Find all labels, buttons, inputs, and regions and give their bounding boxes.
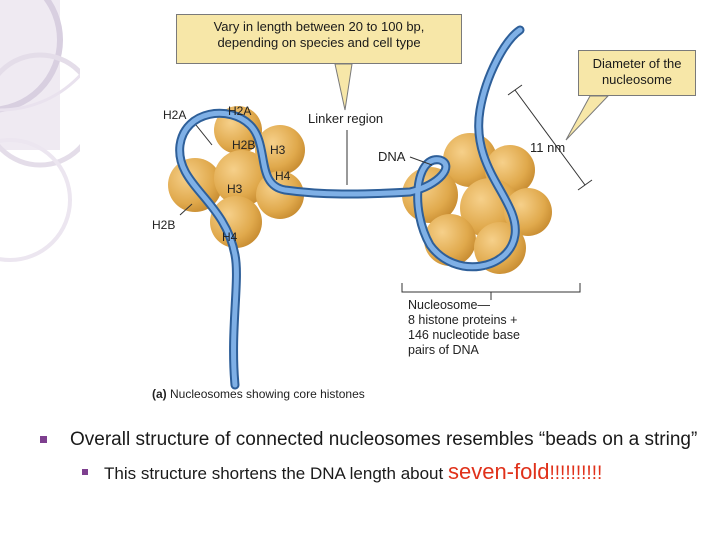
label-diameter: 11 nm: [530, 140, 566, 155]
histone-bead: [210, 196, 262, 248]
diameter-callout: Diameter of the nucleosome: [578, 50, 696, 96]
diameter-dimension: [507, 84, 593, 191]
dna-pointer: [409, 156, 433, 166]
bullet-square-icon: [40, 436, 47, 443]
bullet-sub-text: This structure shortens the DNA length a…: [104, 464, 448, 483]
description-line: pairs of DNA: [408, 343, 479, 357]
figure-caption: (a) Nucleosomes showing core histones: [152, 387, 365, 401]
callout-pointer: [565, 95, 610, 141]
label-h2b-inner: H2B: [232, 138, 256, 152]
label-h3-lower: H3: [227, 182, 243, 196]
description-line: Nucleosome—: [408, 298, 490, 312]
callout-text: depending on species and cell type: [217, 35, 421, 50]
bullet-main: Overall structure of connected nucleosom…: [40, 428, 720, 452]
label-h4-right: H4: [275, 169, 291, 183]
label-h2b-outer: H2B: [152, 218, 176, 232]
bullet-main-text: Overall structure of connected nucleosom…: [70, 429, 698, 450]
label-h2a-outer: H2A: [163, 108, 187, 122]
label-linker-region: Linker region: [308, 111, 384, 126]
bullet-highlight: seven-fold: [447, 459, 550, 484]
callout-text: Vary in length between 20 to 100 bp,: [213, 19, 425, 34]
callout-text: Diameter of the: [592, 56, 682, 71]
caption-letter: (a): [152, 387, 167, 401]
label-h4-bottom: H4: [222, 230, 238, 244]
bullet-exclamations: !!!!!!!!!!: [549, 463, 603, 484]
dna-strand: [175, 25, 525, 390]
description-line: 8 histone proteins +: [408, 313, 518, 327]
decorative-circles: [0, 0, 80, 546]
label-dna: DNA: [378, 149, 406, 164]
bullet-square-icon: [82, 469, 88, 475]
nucleosome-figure: [168, 25, 610, 390]
caption-text: Nucleosomes showing core histones: [170, 387, 365, 401]
histone-bead: [214, 150, 270, 206]
bullet-list: Overall structure of connected nucleosom…: [40, 428, 720, 486]
linker-length-callout: Vary in length between 20 to 100 bp, dep…: [176, 14, 462, 64]
nucleosome-description: Nucleosome— 8 histone proteins + 146 nuc…: [408, 298, 520, 358]
bullet-sub: This structure shortens the DNA length a…: [82, 460, 720, 486]
nucleosome-bracket: [401, 283, 581, 293]
label-h2a-inner: H2A: [228, 104, 252, 118]
callout-pointer: [334, 63, 353, 111]
label-h3-upper: H3: [270, 143, 286, 157]
callout-text: nucleosome: [601, 72, 673, 87]
description-line: 146 nucleotide base: [408, 328, 520, 342]
